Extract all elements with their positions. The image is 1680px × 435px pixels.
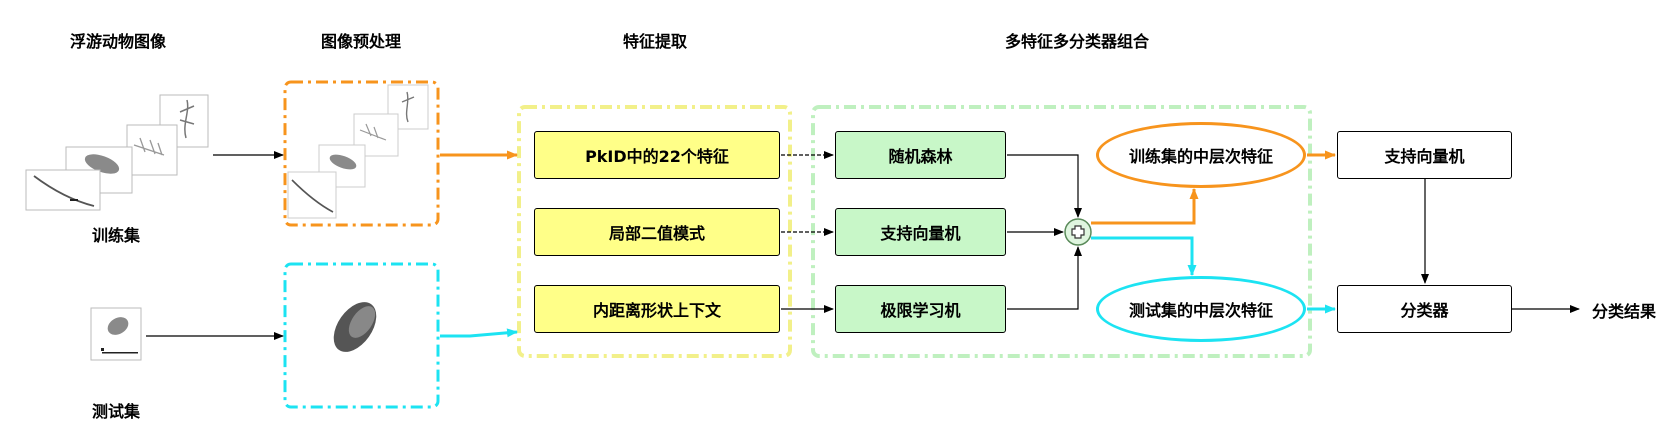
preprocess-test-frame xyxy=(283,262,440,409)
classifier-svm-box: 支持向量机 xyxy=(835,208,1006,256)
combiner-plus-icon xyxy=(1064,218,1092,246)
feature-pkid-box: PkID中的22个特征 xyxy=(534,131,780,179)
elm-to-combiner-arrow xyxy=(1007,246,1082,310)
classifier-elm-box: 极限学习机 xyxy=(835,285,1006,333)
header-combo: 多特征多分类器组合 xyxy=(1004,32,1150,51)
preprocess-test-thumb xyxy=(333,302,377,352)
combiner-to-test-mid-arrow xyxy=(1091,236,1197,276)
combiner-to-train-mid-arrow xyxy=(1091,188,1199,225)
classifier-rf-box: 随机森林 xyxy=(835,131,1006,179)
final-classifier-box: 分类器 xyxy=(1337,285,1512,333)
preprocess-train-stack xyxy=(287,84,429,219)
feature-idsc-box: 内距离形状上下文 xyxy=(534,285,780,333)
train-image-stack xyxy=(25,94,209,211)
preprocess-train-frame xyxy=(283,80,440,227)
train-set-label: 训练集 xyxy=(92,226,141,245)
preprocess-test-to-features-arrow xyxy=(440,328,518,338)
test-set-label: 测试集 xyxy=(92,402,141,421)
rf-to-combiner-arrow xyxy=(1007,154,1082,218)
header-features: 特征提取 xyxy=(622,32,688,51)
test-mid-feature-ellipse: 测试集的中层次特征 xyxy=(1096,276,1306,342)
test-image-thumb xyxy=(90,307,142,361)
result-label: 分类结果 xyxy=(1592,302,1657,321)
train-mid-feature-ellipse: 训练集的中层次特征 xyxy=(1096,122,1306,188)
header-images: 浮游动物图像 xyxy=(69,32,167,51)
feature-lbp-box: 局部二值模式 xyxy=(534,208,780,256)
header-preprocess: 图像预处理 xyxy=(320,32,402,51)
final-svm-box: 支持向量机 xyxy=(1337,131,1512,179)
